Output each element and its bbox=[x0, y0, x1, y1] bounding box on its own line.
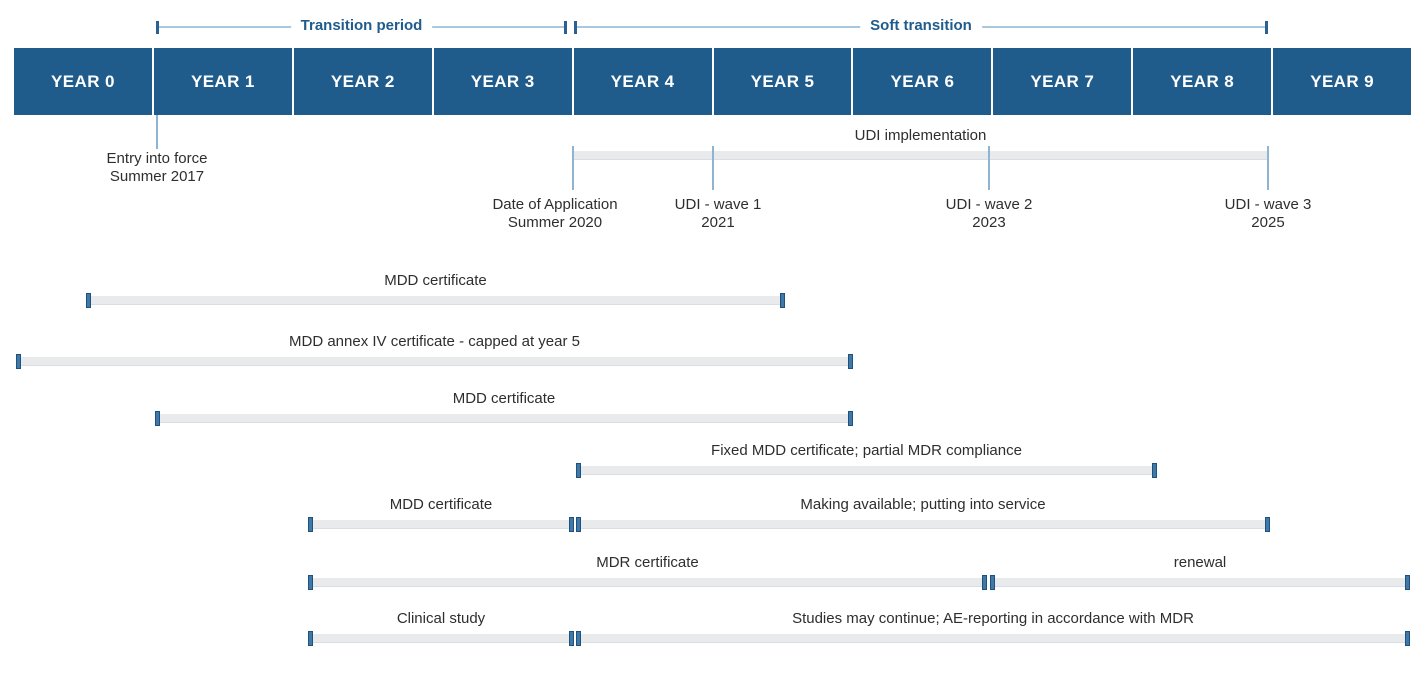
year-cell-5: YEAR 5 bbox=[713, 48, 852, 115]
bracket-label: Soft transition bbox=[860, 17, 982, 35]
year-cell-4: YEAR 4 bbox=[573, 48, 712, 115]
bar-label: Clinical study bbox=[396, 610, 486, 627]
bar-end-tick bbox=[1405, 631, 1410, 646]
udi-milestone-line bbox=[1267, 146, 1269, 190]
bar-end-tick bbox=[848, 411, 853, 426]
bracket-end-tick bbox=[1265, 21, 1268, 34]
bar-label: MDR certificate bbox=[596, 554, 699, 571]
bar-start-tick bbox=[308, 631, 313, 646]
udi-milestone-line bbox=[712, 146, 714, 190]
bar-label: Fixed MDD certificate; partial MDR compl… bbox=[711, 442, 1022, 459]
entry-into-force-marker-line bbox=[156, 115, 158, 149]
year-cell-7: YEAR 7 bbox=[993, 48, 1132, 115]
bracket-end-tick bbox=[564, 21, 567, 34]
bar-label: MDD certificate bbox=[452, 390, 556, 407]
udi-milestone-label: UDI - wave 3 2025 bbox=[1224, 196, 1312, 231]
udi-implementation-bar bbox=[573, 151, 1268, 160]
bar-end-tick bbox=[1265, 517, 1270, 532]
timeline-bar-clinical-study bbox=[578, 634, 1408, 643]
bar-end-tick bbox=[1152, 463, 1157, 478]
bar-label: Studies may continue; AE-reporting in ac… bbox=[792, 610, 1194, 627]
bar-end-tick bbox=[1405, 575, 1410, 590]
bar-start-tick bbox=[308, 575, 313, 590]
bar-start-tick bbox=[576, 463, 581, 478]
bar-label: renewal bbox=[1173, 554, 1227, 571]
udi-milestone-label: Date of Application Summer 2020 bbox=[492, 196, 618, 231]
bar-end-tick bbox=[780, 293, 785, 308]
bracket-label: Transition period bbox=[290, 17, 433, 35]
timeline-bar-fixed-mdd-certificate bbox=[578, 466, 1155, 475]
udi-milestone-label: UDI - wave 1 2021 bbox=[674, 196, 762, 231]
bar-start-tick bbox=[576, 517, 581, 532]
timeline-bar-mdd-annex-iv-certificate bbox=[18, 357, 851, 366]
entry-into-force-label: Entry into force Summer 2017 bbox=[106, 150, 208, 185]
udi-milestone-line bbox=[572, 146, 574, 190]
udi-milestone-label: UDI - wave 2 2023 bbox=[945, 196, 1033, 231]
timeline-bar-mdd-certificate-making-available bbox=[578, 520, 1268, 529]
bar-end-tick bbox=[569, 517, 574, 532]
udi-milestone-line bbox=[988, 146, 990, 190]
bar-label: MDD certificate bbox=[389, 496, 493, 513]
year-cell-6: YEAR 6 bbox=[853, 48, 992, 115]
bracket-start-tick bbox=[574, 21, 577, 34]
timeline-bar-mdr-certificate bbox=[310, 578, 985, 587]
udi-implementation-title: UDI implementation bbox=[854, 127, 987, 144]
bar-start-tick bbox=[308, 517, 313, 532]
timeline-bar-mdd-certificate-a bbox=[88, 296, 783, 305]
bracket-start-tick bbox=[156, 21, 159, 34]
bar-start-tick bbox=[576, 631, 581, 646]
bar-start-tick bbox=[155, 411, 160, 426]
year-cell-0: YEAR 0 bbox=[14, 48, 152, 115]
bar-end-tick bbox=[569, 631, 574, 646]
year-cell-3: YEAR 3 bbox=[433, 48, 572, 115]
bar-label: MDD annex IV certificate - capped at yea… bbox=[289, 333, 580, 350]
bar-label: MDD certificate bbox=[384, 272, 487, 289]
bar-label: Making available; putting into service bbox=[800, 496, 1046, 513]
bar-end-tick bbox=[982, 575, 987, 590]
timeline-bar-mdd-certificate-b bbox=[157, 414, 851, 423]
bar-start-tick bbox=[990, 575, 995, 590]
timeline-bar-clinical-study bbox=[310, 634, 572, 643]
year-cell-8: YEAR 8 bbox=[1133, 48, 1272, 115]
year-cell-1: YEAR 1 bbox=[153, 48, 292, 115]
timeline-bar-mdr-certificate bbox=[992, 578, 1408, 587]
timeline-bar-mdd-certificate-making-available bbox=[310, 520, 572, 529]
year-cell-9: YEAR 9 bbox=[1273, 48, 1412, 115]
bar-end-tick bbox=[848, 354, 853, 369]
bar-start-tick bbox=[16, 354, 21, 369]
bar-start-tick bbox=[86, 293, 91, 308]
year-cell-2: YEAR 2 bbox=[293, 48, 432, 115]
